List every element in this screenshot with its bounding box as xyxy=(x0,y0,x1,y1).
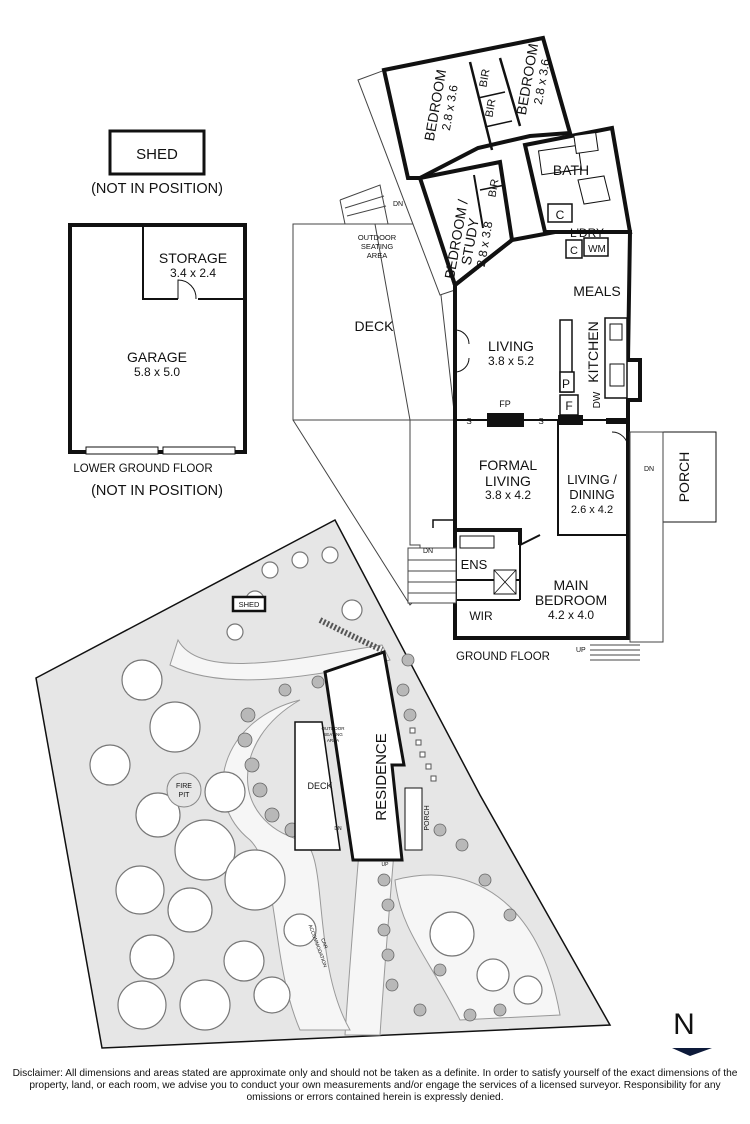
disclaimer-text: Disclaimer: All dimensions and areas sta… xyxy=(12,1068,738,1103)
garage-level: LOWER GROUND FLOOR xyxy=(73,463,212,475)
outdoor-line-3: AREA xyxy=(367,251,387,260)
living-dining-dims: 2.6 x 4.2 xyxy=(571,504,613,516)
garage-plan: STORAGE 3.4 x 2.4 GARAGE 5.8 x 5.0 LOWER… xyxy=(68,223,247,499)
outdoor-line-1: OUTDOOR xyxy=(358,233,397,242)
site-outdoor-line-3: AREA xyxy=(327,738,339,743)
shed-note: (NOT IN POSITION) xyxy=(91,181,223,197)
s-mark-1: S xyxy=(466,417,471,426)
laundry-name: L'DRY xyxy=(570,226,604,240)
formal-living-dims: 3.8 x 4.2 xyxy=(485,488,531,502)
meals-name: MEALS xyxy=(573,283,620,299)
site-outdoor-line-1: OUTDOOR xyxy=(322,726,346,731)
f-mark: F xyxy=(565,399,572,413)
north-compass: N xyxy=(672,1008,712,1056)
c-mark-1: C xyxy=(556,208,565,222)
deck-name: DECK xyxy=(355,318,395,334)
bath-name: BATH xyxy=(553,162,589,178)
garage-note: (NOT IN POSITION) xyxy=(91,483,223,499)
dw-mark: DW xyxy=(592,391,603,408)
garage-dims: 5.8 x 5.0 xyxy=(134,365,180,379)
site-outdoor-line-2: SEATING xyxy=(323,732,343,737)
main-bedroom-name-2: BEDROOM xyxy=(535,592,607,608)
storage-name: STORAGE xyxy=(159,250,227,266)
ensuite-name: ENS xyxy=(461,557,488,572)
site-deck-label: DECK xyxy=(307,781,332,791)
living-dims: 3.8 x 5.2 xyxy=(488,354,534,368)
ground-floor-level: GROUND FLOOR xyxy=(456,651,550,663)
site-up-mark: UP xyxy=(382,862,390,868)
c-mark-2: C xyxy=(570,245,578,257)
formal-living-name: FORMAL xyxy=(479,457,538,473)
p-mark: P xyxy=(562,377,570,391)
s-mark-2: S xyxy=(538,417,543,426)
compass-n: N xyxy=(673,1008,695,1041)
dn-mark-3: DN xyxy=(423,548,433,555)
shed-detached: SHED (NOT IN POSITION) xyxy=(91,129,223,197)
up-mark: UP xyxy=(576,647,586,654)
garage-name: GARAGE xyxy=(127,349,187,365)
fire-pit-line-2: PIT xyxy=(179,792,191,799)
kitchen-name: KITCHEN xyxy=(585,321,601,382)
dn-mark-2: DN xyxy=(644,466,654,473)
ground-floor-plan: BEDROOM 2.8 x 3.6 BEDROOM 2.8 x 3.6 BEDR… xyxy=(292,35,717,663)
car-line-1: CAR xyxy=(319,938,328,950)
living-name: LIVING xyxy=(488,338,534,354)
formal-living-name-2: LIVING xyxy=(485,473,531,489)
bir-mark-2: BIR xyxy=(483,98,498,118)
bir-mark-1: BIR xyxy=(477,68,492,88)
wir-name: WIR xyxy=(469,609,493,623)
living-dining-name: LIVING / xyxy=(567,472,617,487)
main-bedroom-name: MAIN xyxy=(554,577,589,593)
living-dining-name-2: DINING xyxy=(569,487,615,502)
site-porch-label: PORCH xyxy=(424,805,431,830)
porch-name: PORCH xyxy=(676,452,692,503)
fp-mark: FP xyxy=(499,399,511,409)
site-shed-label: SHED xyxy=(239,600,260,609)
storage-dims: 3.4 x 2.4 xyxy=(170,266,216,280)
outdoor-line-2: SEATING xyxy=(361,242,394,251)
site-dn-mark: DN xyxy=(334,826,342,832)
site-plan: RESIDENCE SHED DECK PORCH FIRE PIT OUTDO… xyxy=(35,518,612,1049)
wm-mark: WM xyxy=(588,244,606,255)
fire-pit-line-1: FIRE xyxy=(176,783,192,790)
residence-label: RESIDENCE xyxy=(373,733,390,821)
shed-title: SHED xyxy=(136,146,178,163)
bir-mark-3: BIR xyxy=(486,178,501,198)
dn-mark-1: DN xyxy=(393,201,403,208)
main-bedroom-dims: 4.2 x 4.0 xyxy=(548,608,594,622)
